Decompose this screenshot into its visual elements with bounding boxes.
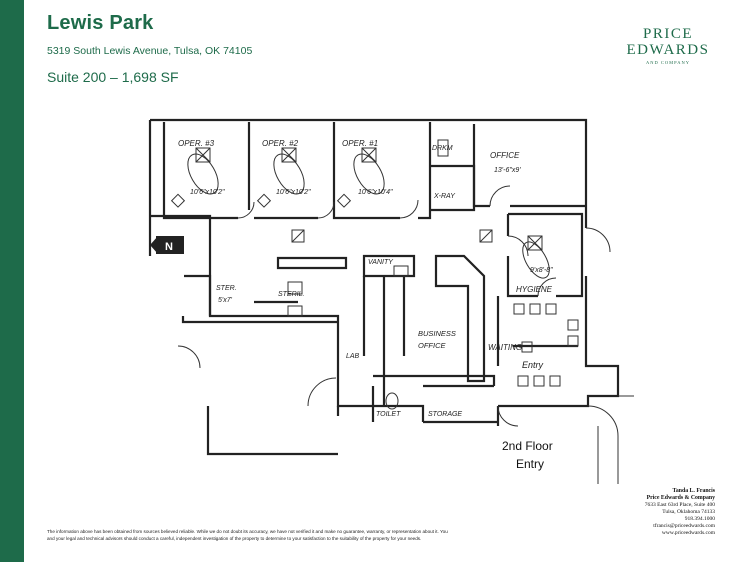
room-vanity-label: VANITY	[368, 259, 394, 266]
contact-name: Tanda L. Francis	[672, 488, 715, 494]
room-ster-dim: 5'x7'	[218, 297, 233, 304]
suite-size: Suite 200 – 1,698 SF	[47, 69, 179, 85]
floor-plan: N OPER. #3 OPER. #2 OPER. #1 10'6"x10'2"…	[148, 118, 634, 484]
room-office-label: OFFICE	[490, 151, 520, 160]
room-steril-label: STERIL.	[278, 291, 305, 298]
room-waiting-label: WAITING	[488, 343, 522, 352]
broker-contact: Tanda L. Francis Price Edwards & Company…	[645, 488, 715, 537]
page-title: Lewis Park	[47, 12, 154, 34]
room-oper3-dim: 10'6"x10'2"	[190, 189, 225, 196]
room-business-label: BUSINESS	[418, 329, 456, 338]
contact-city: Tulsa, Oklahoma 74133	[662, 509, 715, 515]
room-oper2-label: OPER. #2	[262, 139, 299, 148]
room-oper1-dim: 10'6"x10'4"	[358, 189, 393, 196]
floor-entry-line-2: Entry	[516, 457, 544, 471]
room-business-office-label: OFFICE	[418, 341, 446, 350]
logo-line-1: PRICE	[642, 26, 693, 42]
logo-line-3: AND COMPANY	[646, 60, 690, 65]
north-arrow-label: N	[165, 241, 173, 253]
room-oper1-label: OPER. #1	[342, 139, 378, 148]
room-drkrm-label: DRKM	[432, 145, 453, 152]
room-entry-label: Entry	[522, 360, 544, 370]
room-oper2-dim: 10'6"x10'2"	[276, 189, 311, 196]
room-hygiene-label: HYGIENE	[516, 285, 553, 294]
disclaimer-line-2: and your legal and technical advisors sh…	[47, 536, 422, 541]
room-ster-label: STER.	[216, 285, 237, 292]
side-stripe	[0, 0, 24, 562]
room-toilet-label: TOILET	[376, 411, 401, 418]
disclaimer: The information above has been obtained …	[47, 528, 487, 542]
contact-website[interactable]: www.priceedwards.com	[661, 530, 715, 536]
wall-top	[150, 118, 588, 228]
company-logo: PRICE EDWARDS AND COMPANY	[626, 26, 710, 65]
room-hygiene-dim: 9'x8'-8"	[530, 267, 553, 274]
contact-phone: 918.394.1000	[684, 516, 715, 522]
property-address: 5319 South Lewis Avenue, Tulsa, OK 74105	[47, 45, 253, 57]
logo-line-2: EDWARDS	[626, 42, 710, 58]
contact-street: 7633 East 63rd Place, Suite 400	[644, 502, 715, 508]
contact-company: Price Edwards & Company	[646, 495, 715, 501]
room-oper3-label: OPER. #3	[178, 139, 215, 148]
contact-email[interactable]: tfrancis@priceedwards.com	[653, 523, 715, 529]
room-lab-label: LAB	[346, 353, 360, 360]
room-office-dim: 13'-6"x9'	[494, 167, 521, 174]
wall-bottom-left	[208, 218, 425, 422]
disclaimer-line-1: The information above has been obtained …	[47, 529, 448, 534]
floor-entry-line-1: 2nd Floor	[502, 439, 553, 453]
room-storage-label: STORAGE	[428, 411, 462, 418]
room-xray-label: X-RAY	[433, 193, 456, 200]
